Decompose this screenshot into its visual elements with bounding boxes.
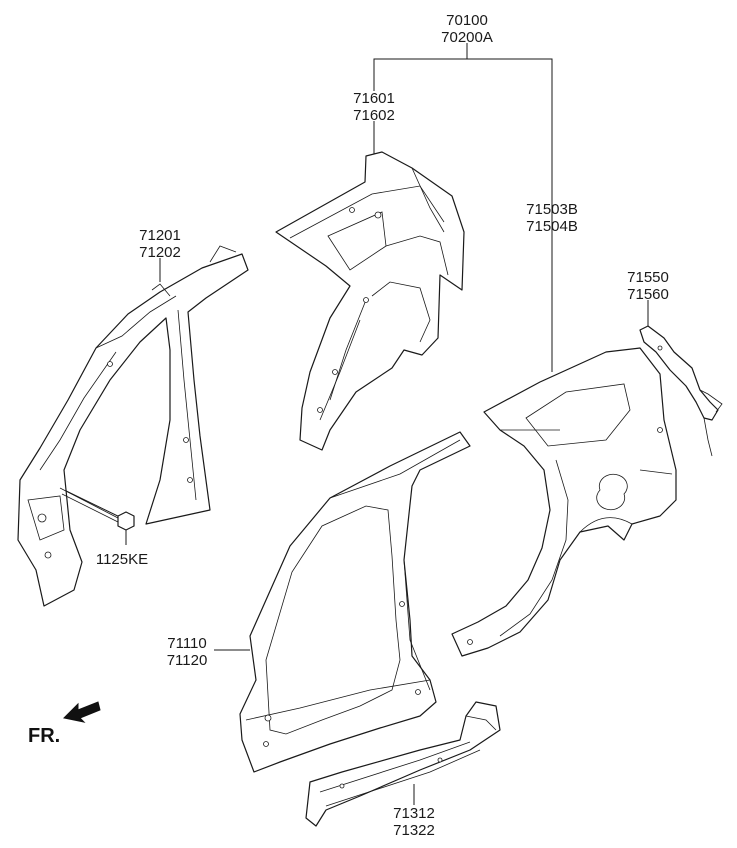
label-quarter-outer-bottom: 71504B xyxy=(526,218,578,235)
inner-quarter-panel xyxy=(275,151,465,451)
quarter-outer-panel xyxy=(451,347,677,657)
label-side-outer-top: 71110 xyxy=(167,635,207,652)
front-arrow-icon xyxy=(62,701,101,723)
side-sill xyxy=(305,701,501,827)
label-assembly-top: 70100 xyxy=(446,12,488,29)
label-extension-bottom: 71560 xyxy=(627,286,669,303)
side-outer-hole xyxy=(399,601,405,607)
inner-quarter-hole xyxy=(363,297,369,303)
label-pillar-bottom: 71202 xyxy=(139,244,181,261)
label-bolt: 1125KE xyxy=(96,551,148,568)
side-outer-hole xyxy=(263,741,269,747)
pillar-hole xyxy=(37,513,47,523)
label-assembly-bottom: 70200A xyxy=(441,29,493,46)
pillar-hole xyxy=(107,361,113,367)
sill-hole xyxy=(339,783,345,789)
quarter-hole xyxy=(657,427,663,433)
inner-quarter-hole xyxy=(374,211,382,219)
side-outer-panel xyxy=(239,431,471,773)
inner-quarter-hole xyxy=(332,369,338,375)
label-extension-top: 71550 xyxy=(627,269,669,286)
pillar-hole xyxy=(183,437,189,443)
sill-hole xyxy=(437,757,443,763)
fuel-door-outline xyxy=(596,473,628,511)
bolt-fastener xyxy=(59,487,135,531)
label-quarter-outer-top: 71503B xyxy=(526,201,578,218)
pillar-hole xyxy=(44,551,52,559)
side-outer-hole xyxy=(264,714,272,722)
part-labels: 70100 70200A 71601 71602 71201 71202 715… xyxy=(96,12,669,839)
extension-hole xyxy=(657,345,663,351)
assembly-bracket-line xyxy=(373,58,553,372)
pillar-hole xyxy=(187,477,193,483)
label-pillar-top: 71201 xyxy=(139,227,181,244)
inner-quarter-hole xyxy=(349,207,355,213)
label-sill-bottom: 71322 xyxy=(393,822,435,839)
label-side-outer-bottom: 71120 xyxy=(167,652,208,669)
label-inner-quarter-bottom: 71602 xyxy=(353,107,395,124)
inner-quarter-hole xyxy=(317,407,323,413)
label-inner-quarter-top: 71601 xyxy=(353,90,395,107)
label-sill-top: 71312 xyxy=(393,805,435,822)
quarter-hole xyxy=(467,639,473,645)
front-direction-text: FR. xyxy=(28,725,60,747)
front-direction-indicator: FR. xyxy=(28,701,101,747)
inner-pillar xyxy=(17,245,249,607)
extension-bracket xyxy=(639,325,723,457)
side-outer-hole xyxy=(415,689,421,695)
